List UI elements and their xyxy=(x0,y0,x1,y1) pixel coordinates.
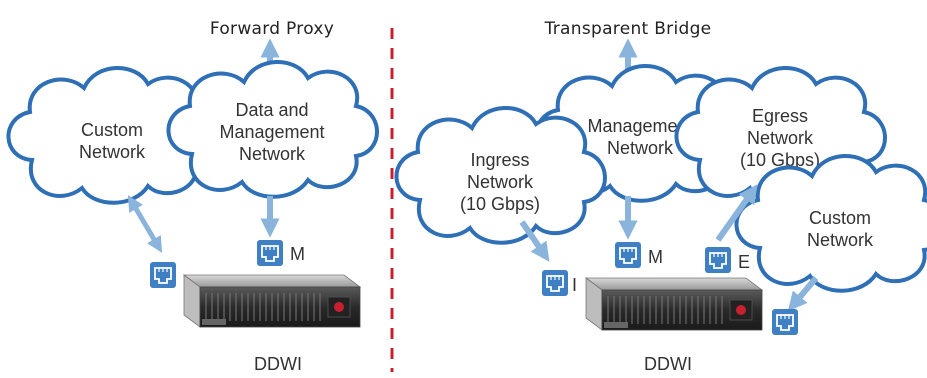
ethernet-port-icon xyxy=(614,241,642,269)
device-label: DDWI xyxy=(644,354,692,374)
cloud-label-line: Management xyxy=(219,122,324,142)
server-icon xyxy=(585,277,763,331)
cloud-label-line: Network xyxy=(747,128,814,148)
transparent-bridge-title: Transparent Bridge xyxy=(544,19,712,39)
cloud-label-line: (10 Gbps) xyxy=(460,194,540,214)
forward-proxy-section: Forward Proxy Custom Network Data and Ma… xyxy=(6,19,379,374)
cloud-custom-network: Custom Network xyxy=(734,153,927,293)
cloud-label-line: Network xyxy=(79,142,146,162)
arrow-custom-to-port xyxy=(127,195,163,253)
device-label: DDWI xyxy=(254,354,302,374)
cloud-label-line: Ingress xyxy=(470,150,529,170)
port-m-label: M xyxy=(648,247,663,267)
cloud-label-line: Network xyxy=(467,172,534,192)
ethernet-port-icon xyxy=(704,246,732,274)
cloud-label-line: Network xyxy=(607,138,674,158)
arrow-ingress-to-port-i xyxy=(519,220,550,262)
cloud-ingress-network: Ingress Network (10 Gbps) xyxy=(394,105,607,245)
arrow-custom-to-port xyxy=(787,276,819,312)
ethernet-port-icon xyxy=(541,269,569,297)
ethernet-port-icon xyxy=(149,261,177,289)
port-i-label: I xyxy=(572,275,577,295)
port-e-label: E xyxy=(738,252,750,272)
cloud-management-network: Management Network xyxy=(534,63,747,203)
port-m-label: M xyxy=(290,244,305,264)
ethernet-port-icon xyxy=(771,308,799,336)
cloud-label-line: Network xyxy=(239,144,306,164)
cloud-label-line: Egress xyxy=(752,106,808,126)
forward-proxy-title: Forward Proxy xyxy=(210,19,334,39)
cloud-label-line: (10 Gbps) xyxy=(740,150,820,170)
cloud-label-line: Custom xyxy=(81,120,143,140)
cloud-data-management-network: Data and Management Network xyxy=(166,59,379,199)
cloud-label-line: Data and xyxy=(235,100,308,120)
cloud-label-line: Network xyxy=(807,230,874,250)
cloud-label-line: Custom xyxy=(809,208,871,228)
cloud-egress-network: Egress Network (10 Gbps) xyxy=(674,65,887,205)
server-icon xyxy=(183,274,361,328)
cloud-custom-network: Custom Network xyxy=(6,65,219,205)
arrow-port-e-to-egress xyxy=(715,184,758,242)
transparent-bridge-section: Transparent Bridge Management Network In… xyxy=(394,19,927,374)
ethernet-port-icon xyxy=(256,239,284,267)
cloud-label-line: Management xyxy=(587,116,692,136)
